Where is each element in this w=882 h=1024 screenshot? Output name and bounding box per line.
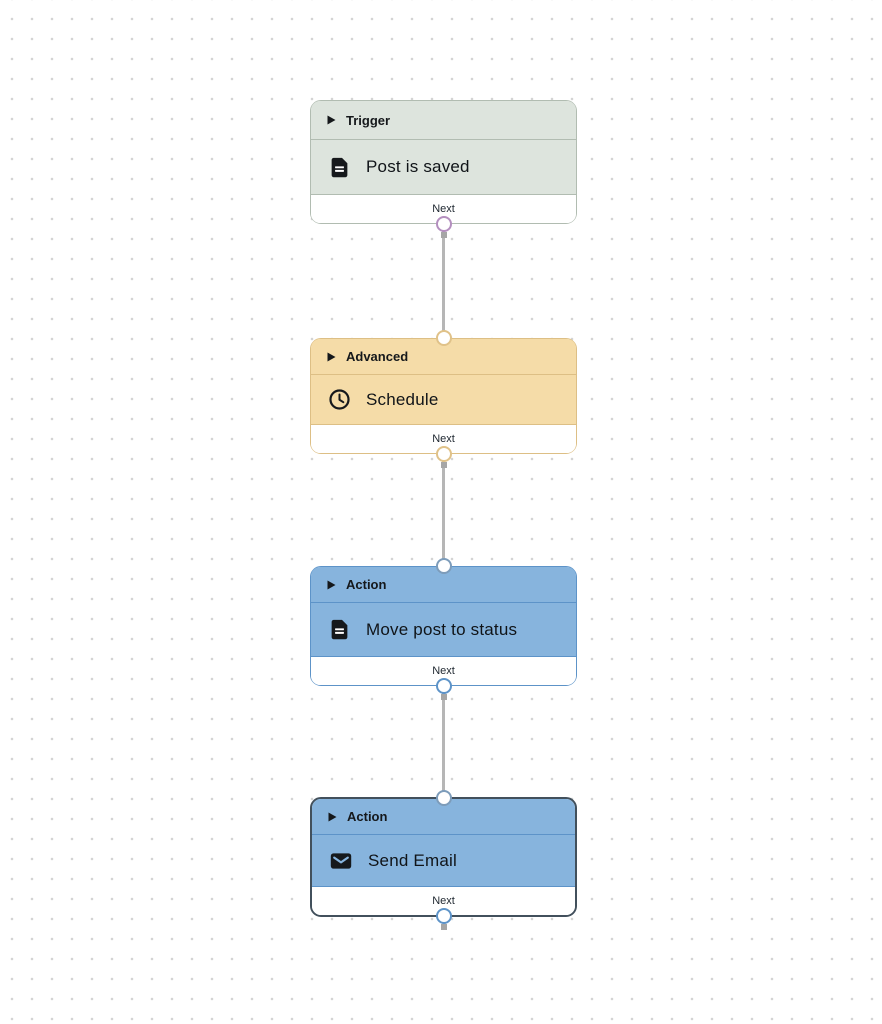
- edge-move-post-to-send-email[interactable]: [442, 686, 445, 797]
- node-header[interactable]: Trigger: [311, 101, 576, 140]
- clock-icon: [328, 388, 351, 411]
- node-title: Post is saved: [366, 157, 470, 176]
- edge-stub: [440, 924, 447, 930]
- node-body[interactable]: Move post to status: [311, 603, 576, 656]
- node-body[interactable]: Post is saved: [311, 140, 576, 194]
- collapse-triangle-icon[interactable]: [327, 580, 336, 590]
- node-category-label: Action: [346, 577, 387, 592]
- node-advanced-schedule[interactable]: Advanced Schedule Next: [310, 330, 577, 468]
- input-port[interactable]: [435, 558, 452, 574]
- node-title: Schedule: [366, 389, 439, 409]
- node-category-label: Action: [347, 809, 388, 824]
- edge-stub: [440, 232, 447, 238]
- edge-stub: [440, 694, 447, 700]
- file-text-icon: [328, 156, 351, 179]
- node-title: Move post to status: [366, 619, 518, 639]
- input-port[interactable]: [435, 790, 452, 806]
- next-port-label: Next: [432, 665, 455, 677]
- mail-icon: [329, 849, 353, 873]
- collapse-triangle-icon[interactable]: [327, 352, 336, 362]
- next-port-label: Next: [432, 203, 455, 215]
- next-port-label: Next: [432, 895, 455, 907]
- node-category-label: Advanced: [346, 349, 409, 364]
- output-port[interactable]: [435, 908, 452, 924]
- edge-trigger-to-schedule[interactable]: [442, 224, 445, 338]
- node-trigger-post-is-saved[interactable]: Trigger Post is saved Next: [310, 100, 577, 238]
- node-body[interactable]: Schedule: [311, 375, 576, 424]
- node-title: Send Email: [368, 850, 457, 870]
- output-port[interactable]: [435, 678, 452, 694]
- node-body[interactable]: Send Email: [312, 835, 575, 886]
- edge-stub: [440, 462, 447, 468]
- node-action-move-post-to-status[interactable]: Action Move post to status Next: [310, 558, 577, 700]
- next-port-label: Next: [432, 433, 455, 445]
- collapse-triangle-icon[interactable]: [327, 115, 336, 125]
- edge-schedule-to-move-post[interactable]: [442, 454, 445, 566]
- collapse-triangle-icon[interactable]: [328, 812, 337, 822]
- file-text-icon: [328, 618, 351, 641]
- output-port[interactable]: [435, 446, 452, 462]
- output-port[interactable]: [435, 216, 452, 232]
- node-category-label: Trigger: [346, 112, 391, 128]
- input-port[interactable]: [435, 330, 452, 346]
- node-action-send-email[interactable]: Action Send Email Next: [310, 790, 577, 930]
- node-header[interactable]: Action: [311, 567, 576, 603]
